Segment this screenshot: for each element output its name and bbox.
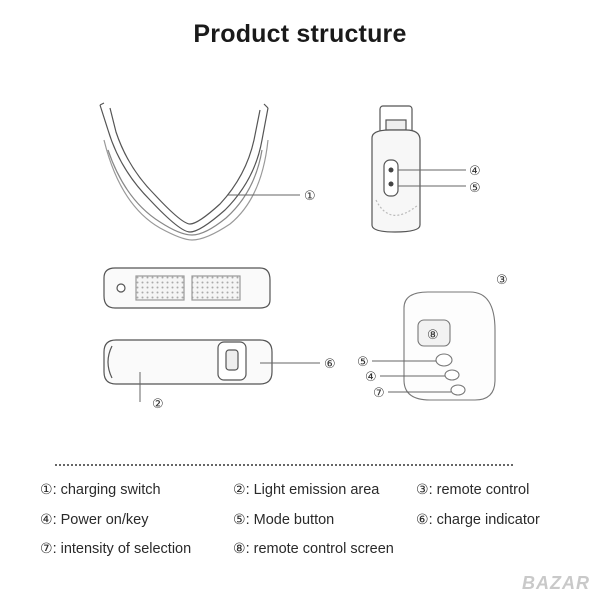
callout-7: ⑦ (373, 386, 385, 401)
callout-1: ① (304, 189, 316, 204)
callout-3: ③ (496, 273, 508, 288)
callout-5: ⑤ (469, 181, 481, 196)
legend-item-mode-button: ⑤: Mode button (233, 512, 335, 528)
callout-8: ⑧ (427, 328, 439, 343)
legend-item-charging-switch: ①: charging switch (40, 482, 161, 498)
legend-item-charge-indicator: ⑥: charge indicator (416, 512, 540, 528)
section-divider (55, 464, 513, 466)
neck-band-illustration (99, 102, 269, 241)
band-front-illustration (103, 267, 271, 309)
legend-item-remote-control: ③: remote control (416, 482, 530, 498)
callout-6: ⑥ (324, 357, 336, 372)
legend-item-remote-control-screen: ⑧: remote control screen (233, 541, 394, 557)
page-title: Product structure (193, 20, 407, 48)
callout-4b: ④ (365, 370, 377, 385)
callout-5b: ⑤ (357, 355, 369, 370)
callout-2: ② (152, 397, 164, 412)
watermark-logo: BAZAR (522, 573, 590, 593)
legend-item-power-key: ④: Power on/key (40, 512, 149, 528)
remote-control-illustration (403, 291, 496, 401)
product-diagram: ① ④ ⑤ ⑥ ② ③ ⑧ ⑤ ④ ⑦ (99, 102, 508, 412)
band-back-illustration (103, 339, 273, 385)
callout-4: ④ (469, 164, 481, 179)
legend-item-light-emission-area: ②: Light emission area (233, 482, 380, 498)
side-device-illustration (371, 105, 421, 233)
legend-item-intensity-selection: ⑦: intensity of selection (40, 541, 192, 557)
